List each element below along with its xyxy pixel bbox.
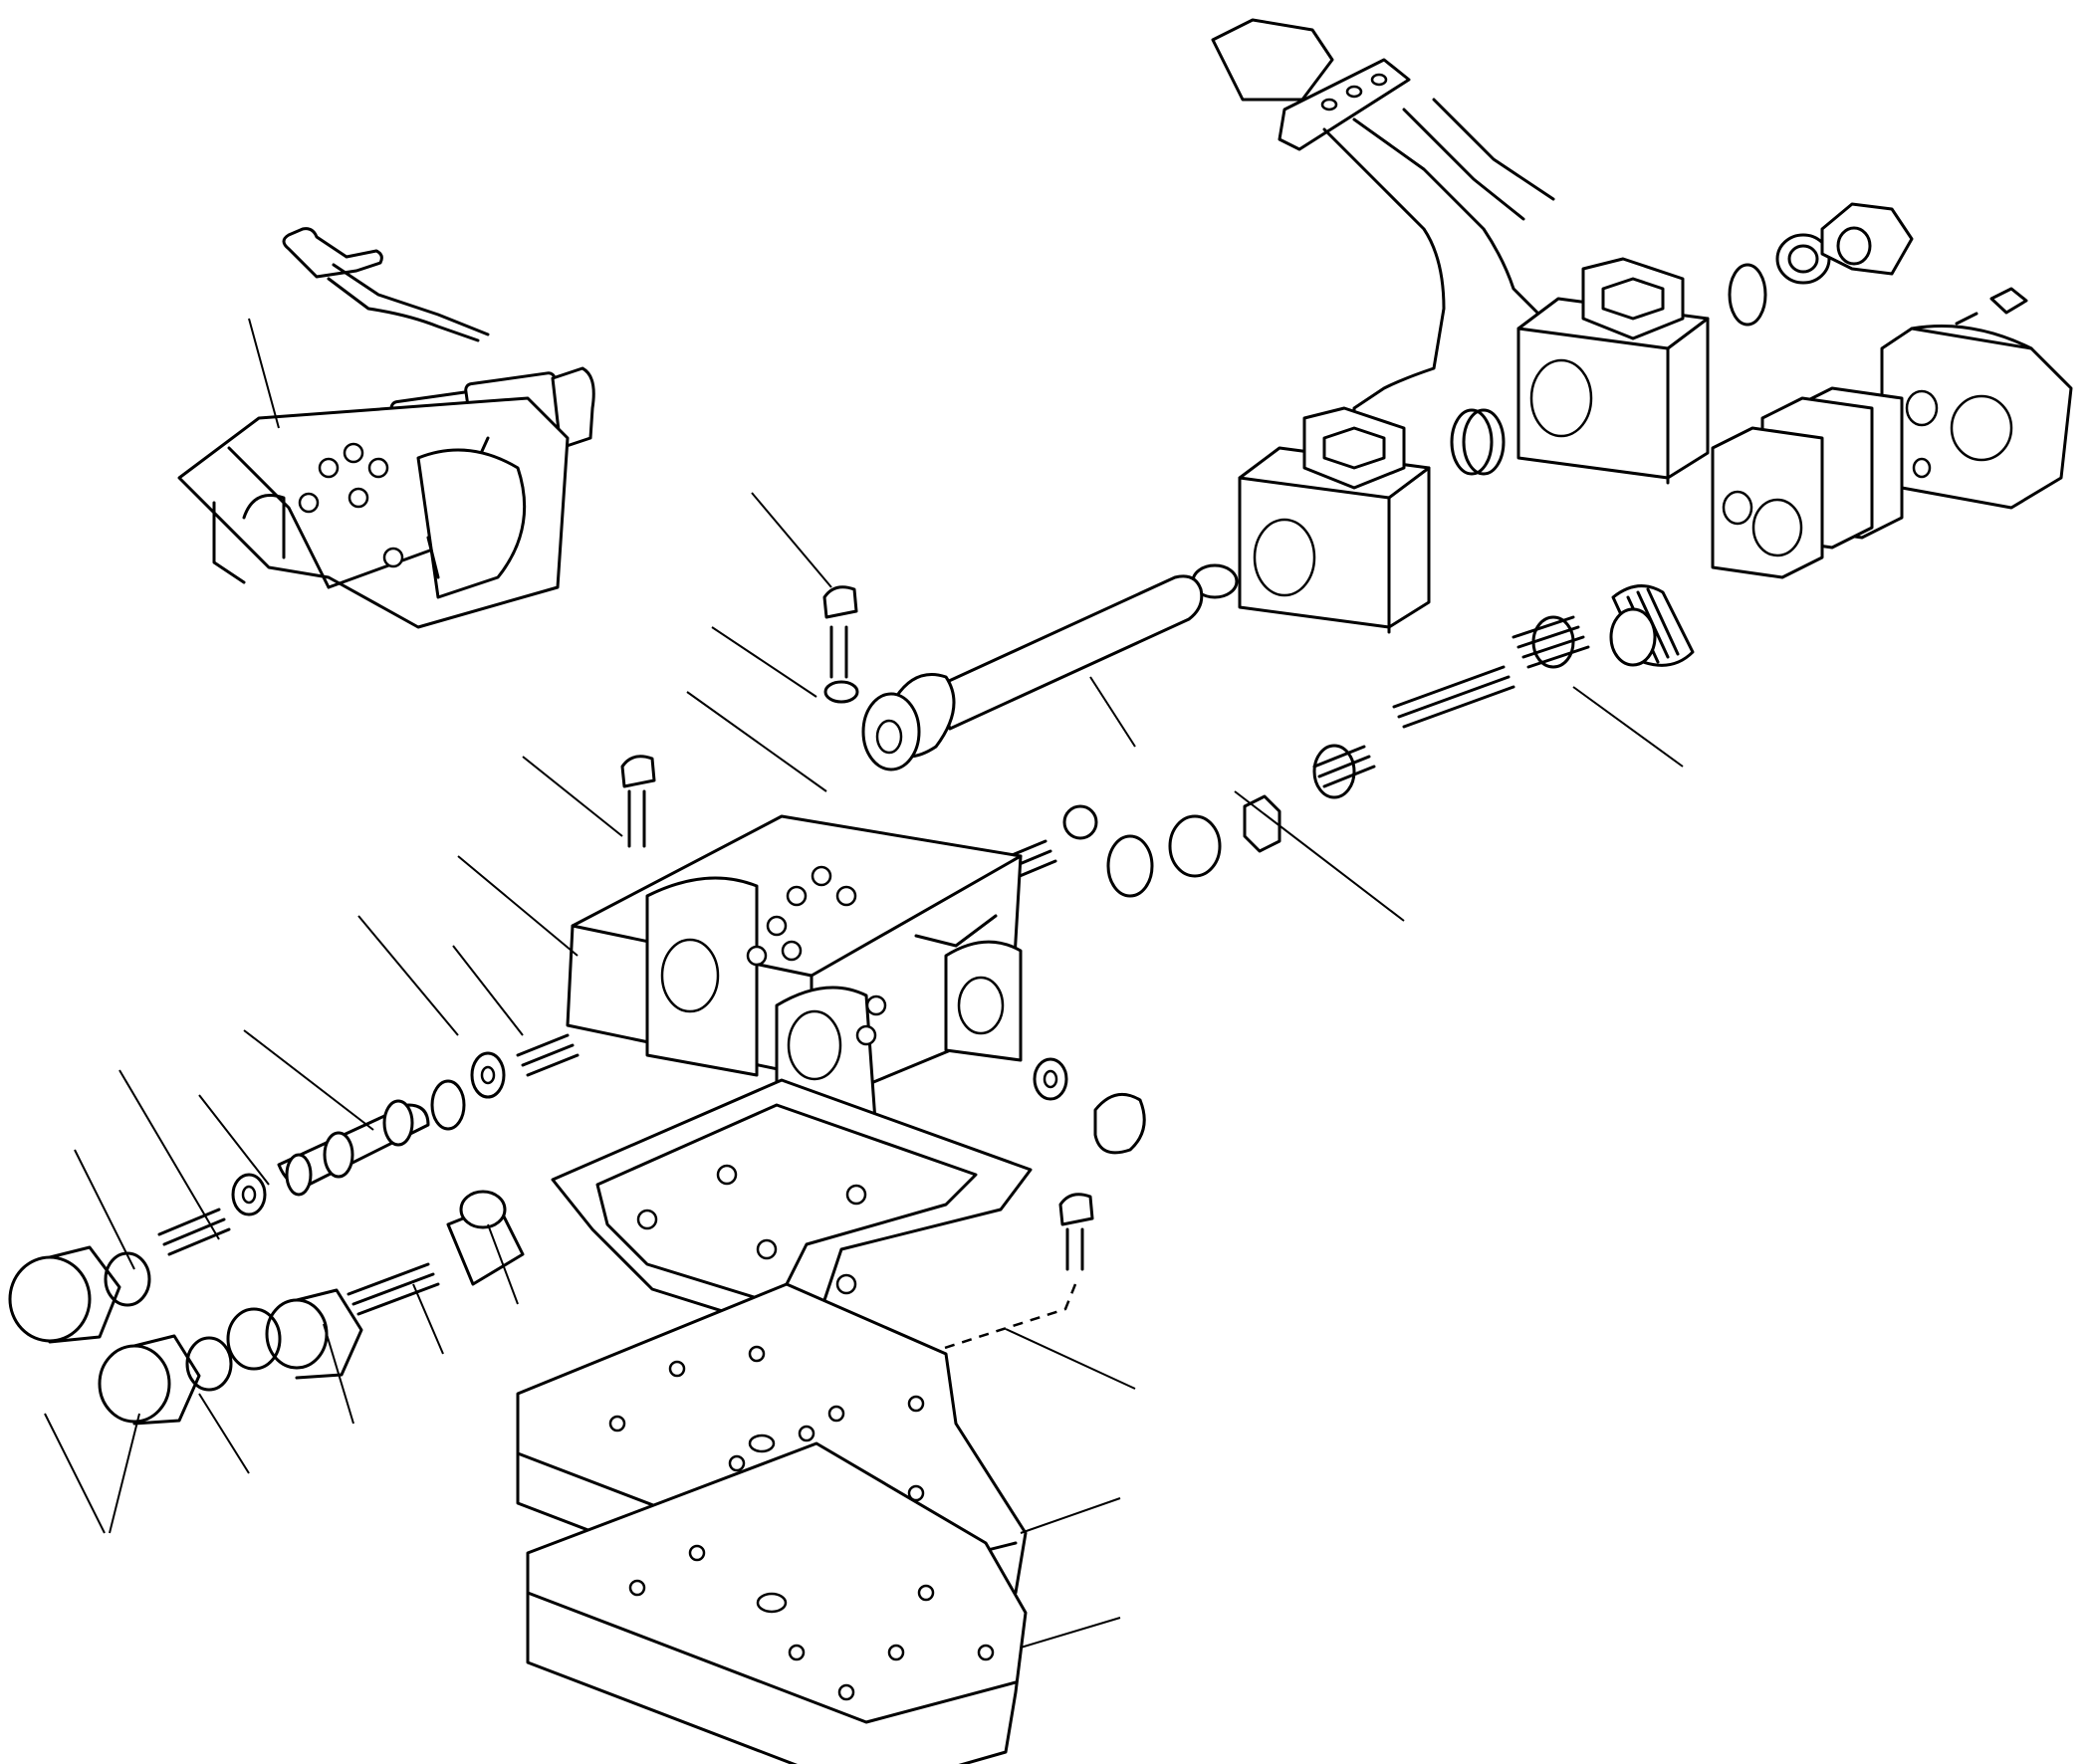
leader-lines [44, 318, 1684, 1649]
spool [277, 1079, 466, 1197]
o-rings [1062, 233, 1831, 898]
valve-body [566, 814, 1023, 1137]
solenoid-coil-2 [1516, 257, 1710, 485]
gasket [551, 1078, 1033, 1341]
end-cover [1880, 325, 2073, 510]
washers [231, 1051, 1068, 1216]
solenoid-stem [861, 574, 1204, 772]
springs [157, 584, 1695, 1316]
solenoid-coil-1 [1238, 406, 1431, 634]
cover-gasket-stack [1711, 386, 1904, 579]
bolt-alignment-line [925, 1283, 1077, 1356]
assembled-valve-block [177, 227, 595, 629]
base-plate [526, 1441, 1028, 1764]
plugs [8, 1092, 1146, 1426]
nut [1820, 202, 1914, 276]
o-rings-left [104, 1251, 282, 1392]
bolts [620, 287, 2028, 1271]
